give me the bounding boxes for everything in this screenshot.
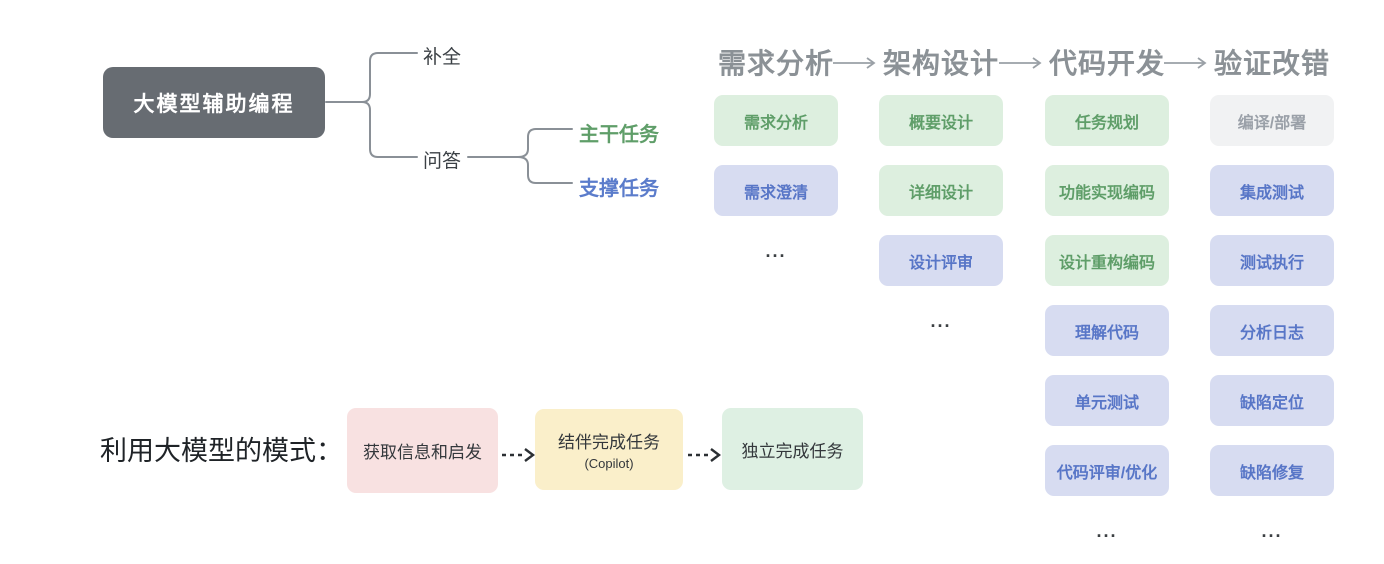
mode-box-label: 获取信息和启发 — [363, 443, 482, 462]
task-box: 代码评审/优化 — [1045, 445, 1169, 496]
task-box: 功能实现编码 — [1045, 165, 1169, 216]
task-box: 详细设计 — [879, 165, 1003, 216]
tree-connector-lines — [325, 52, 573, 184]
task-box: 编译/部署 — [1210, 95, 1334, 146]
stage-column-architecture: 概要设计详细设计设计评审... — [879, 95, 1003, 337]
task-box: 单元测试 — [1045, 375, 1169, 426]
task-box: 概要设计 — [879, 95, 1003, 146]
task-box: 需求澄清 — [714, 165, 838, 216]
right-arrow-icon — [1164, 57, 1207, 69]
task-box: 设计评审 — [879, 235, 1003, 286]
dashed-arrow-icon — [688, 448, 721, 462]
stage-header-verification: 验证改错 — [1213, 48, 1330, 79]
mode-box-label: 独立完成任务 — [741, 441, 844, 461]
task-box: 任务规划 — [1045, 95, 1169, 146]
ellipsis-more-tasks: ... — [930, 310, 952, 331]
mode-box-label: 结伴完成任务 — [558, 433, 660, 452]
right-arrow-icon — [833, 57, 876, 69]
task-box: 测试执行 — [1210, 235, 1334, 286]
dashed-arrow-icon — [502, 448, 535, 462]
ellipsis-more-tasks: ... — [1096, 520, 1118, 541]
task-box: 缺陷定位 — [1210, 375, 1334, 426]
mode-box-copilot: 结伴完成任务 (Copilot) — [535, 409, 683, 490]
stage-header-coding: 代码开发 — [1048, 48, 1165, 79]
mode-box-sublabel: (Copilot) — [584, 456, 634, 471]
branch-completion: 补全 — [423, 47, 462, 68]
task-box: 需求分析 — [714, 95, 838, 146]
modes-title: 利用大模型的模式： — [100, 436, 343, 466]
task-box: 集成测试 — [1210, 165, 1334, 216]
ellipsis-more-tasks: ... — [765, 240, 787, 261]
root-node-label: 大模型辅助编程 — [133, 92, 295, 116]
stage-header-requirements: 需求分析 — [717, 48, 834, 79]
mode-box-autonomous: 独立完成任务 — [722, 408, 863, 490]
branch-qa: 问答 — [423, 151, 462, 172]
mode-box-information: 获取信息和启发 — [347, 408, 498, 493]
task-box: 分析日志 — [1210, 305, 1334, 356]
stage-header-architecture: 架构设计 — [882, 48, 999, 79]
root-node: 大模型辅助编程 — [103, 67, 325, 138]
task-box: 理解代码 — [1045, 305, 1169, 356]
stage-column-verification: 编译/部署集成测试测试执行分析日志缺陷定位缺陷修复... — [1210, 95, 1334, 547]
branch-support-tasks: 支撑任务 — [579, 178, 659, 200]
ellipsis-more-tasks: ... — [1261, 520, 1283, 541]
task-box: 设计重构编码 — [1045, 235, 1169, 286]
stage-column-requirements: 需求分析需求澄清... — [714, 95, 838, 267]
branch-primary-tasks: 主干任务 — [579, 124, 659, 146]
task-box: 缺陷修复 — [1210, 445, 1334, 496]
stage-column-coding: 任务规划功能实现编码设计重构编码理解代码单元测试代码评审/优化... — [1045, 95, 1169, 547]
right-arrow-icon — [999, 57, 1042, 69]
